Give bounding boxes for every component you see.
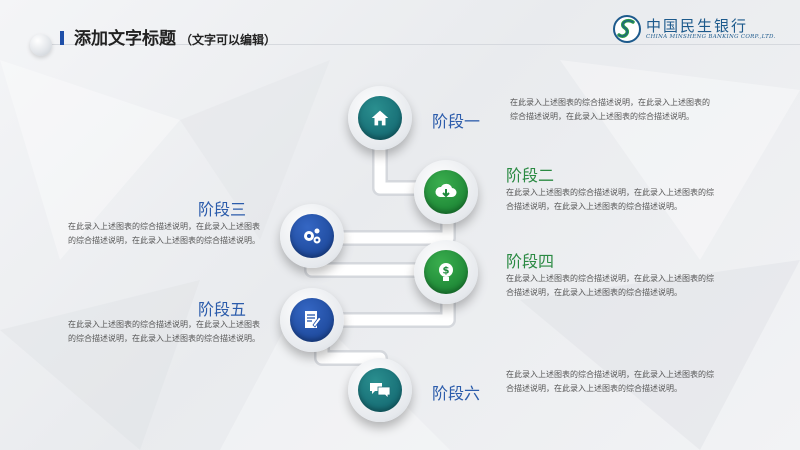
bank-logo: 中国民生银行 CHINA MINSHENG BANKING CORP.,LTD. (612, 14, 782, 44)
page-subtitle: （文字可以编辑） (180, 33, 277, 47)
logo-name-cn: 中国民生银行 (646, 17, 749, 35)
stage-4-badge: $ (424, 250, 468, 294)
stage-3-badge (290, 214, 334, 258)
home-icon (371, 110, 389, 126)
stage-4-label: 阶段四 (506, 252, 555, 271)
stage-4-description: 在此录入上述图表的综合描述说明，在此录入上述图表的综合描述说明，在此录入上述图表… (506, 274, 714, 297)
stage-1-badge (358, 96, 402, 140)
stage-6-badge (358, 368, 402, 412)
page-title: 添加文字标题（文字可以编辑） (74, 29, 277, 49)
stage-6-node (348, 358, 412, 422)
money-bulb-icon: $ (439, 263, 453, 281)
document-edit-icon (305, 311, 322, 328)
stage-6-description: 在此录入上述图表的综合描述说明，在此录入上述图表的综合描述说明，在此录入上述图表… (506, 370, 714, 393)
stage-1-description: 在此录入上述图表的综合描述说明，在此录入上述图表的综合描述说明，在此录入上述图表… (510, 98, 710, 121)
header-divider (30, 44, 800, 45)
gears-icon (304, 228, 321, 244)
chat-bubbles-icon (370, 383, 391, 399)
stage-2-label: 阶段二 (506, 166, 555, 185)
stage-3-label: 阶段三 (198, 200, 247, 219)
logo-name-en: CHINA MINSHENG BANKING CORP.,LTD. (646, 34, 776, 40)
stage-2-badge (424, 170, 468, 214)
stage-6-label: 阶段六 (432, 384, 481, 403)
stage-2-node (414, 160, 478, 224)
stage-5-badge (290, 298, 334, 342)
stage-1-label: 阶段一 (432, 112, 481, 131)
stage-3-description: 在此录入上述图表的综合描述说明，在此录入上述图表的综合描述说明，在此录入上述图表… (68, 222, 260, 245)
cloud-download-icon (435, 183, 457, 198)
stage-5-description: 在此录入上述图表的综合描述说明，在此录入上述图表的综合描述说明，在此录入上述图表… (68, 320, 260, 343)
title-accent-bar (60, 31, 64, 45)
svg-text:$: $ (443, 266, 450, 277)
title-sphere-decoration (30, 34, 52, 56)
stage-3-node (280, 204, 344, 268)
logo-mark-icon (613, 15, 641, 43)
stage-4-node: $ (414, 240, 478, 304)
stage-5-node (280, 288, 344, 352)
stage-2-description: 在此录入上述图表的综合描述说明，在此录入上述图表的综合描述说明，在此录入上述图表… (506, 188, 714, 211)
stage-1-node (348, 86, 412, 150)
stage-5-label: 阶段五 (198, 300, 247, 319)
